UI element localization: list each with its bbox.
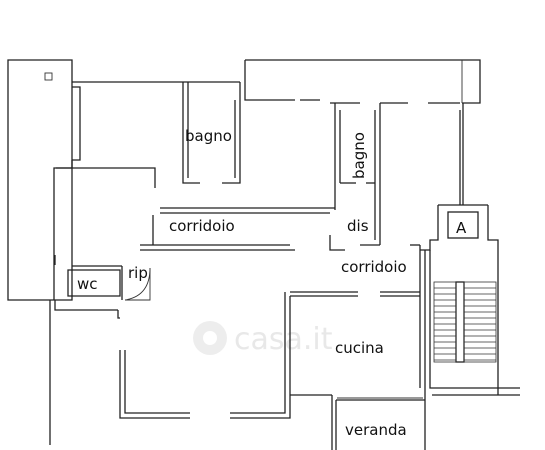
elevator-label: A bbox=[456, 219, 467, 237]
outer-walls bbox=[7, 59, 481, 445]
corridor-walls bbox=[140, 207, 426, 395]
bathroom-walls bbox=[182, 82, 381, 245]
room-label-cucina: cucina bbox=[335, 339, 384, 357]
wc-rip-walls bbox=[54, 255, 151, 301]
watermark-logo: casa.it bbox=[193, 321, 333, 357]
room-label-bagno-right: bagno bbox=[350, 132, 368, 179]
room-label-corridoio-right: corridoio bbox=[341, 258, 407, 276]
room-label-corridoio-left: corridoio bbox=[169, 217, 235, 235]
room-label-wc: wc bbox=[77, 275, 98, 293]
veranda-walls bbox=[290, 394, 426, 450]
stairwell bbox=[420, 204, 520, 396]
stair-treads bbox=[434, 287, 496, 361]
watermark-text: casa.it bbox=[234, 322, 333, 357]
room-label-dis: dis bbox=[347, 217, 369, 235]
room-label-veranda: veranda bbox=[345, 421, 407, 439]
room-label-rip: rip bbox=[128, 264, 148, 282]
room-label-bagno-left: bagno bbox=[185, 127, 232, 145]
